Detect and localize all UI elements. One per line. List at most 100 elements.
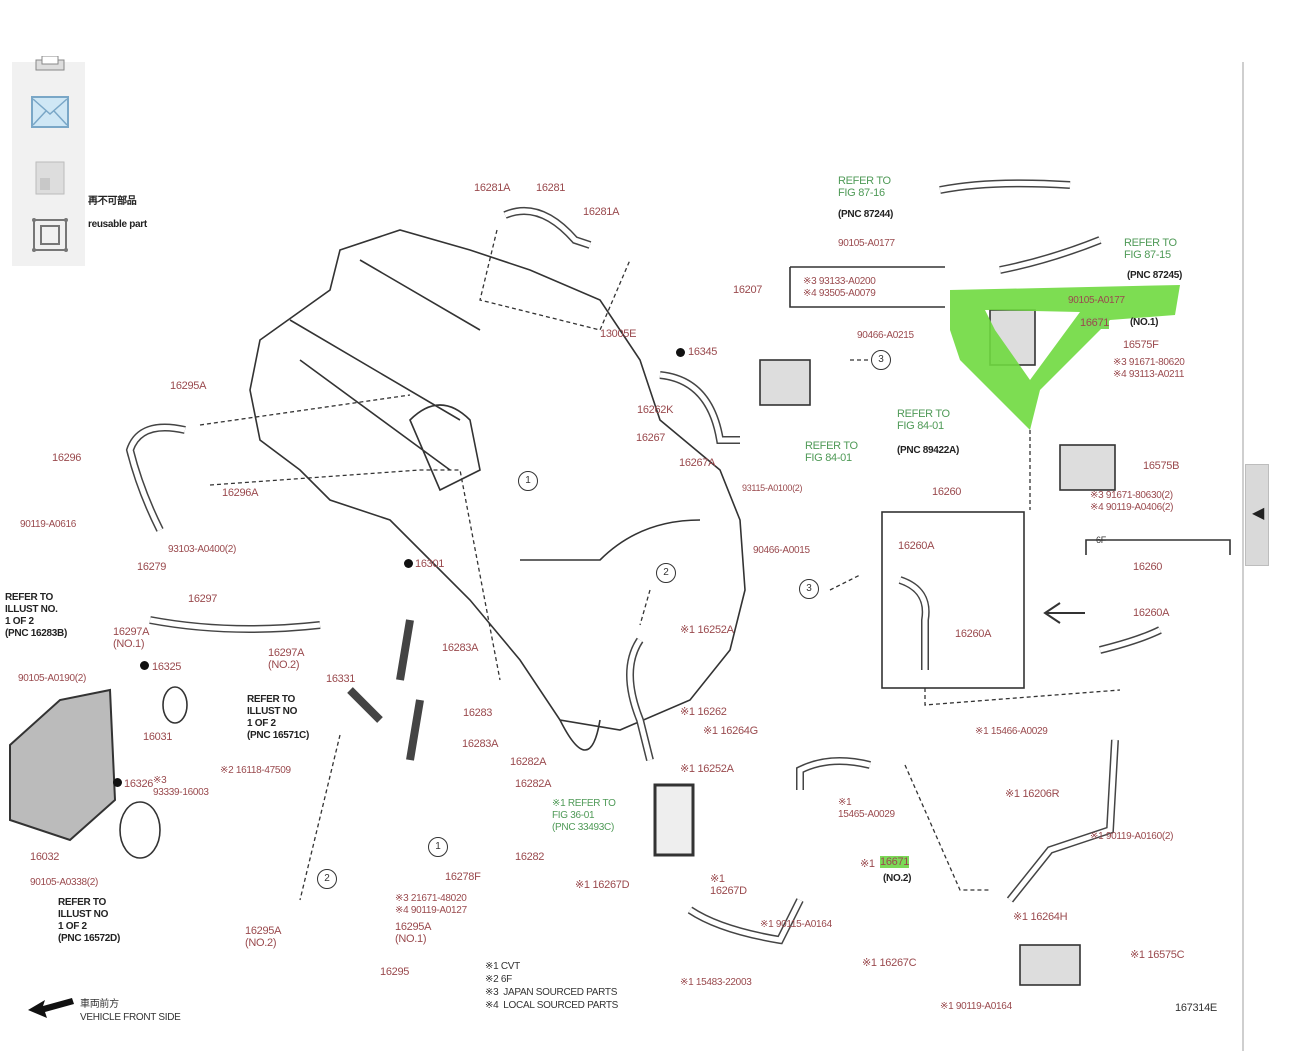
non-reusable-dot — [676, 348, 685, 357]
highlighted-part-label[interactable]: 16671 — [880, 856, 910, 868]
part-label[interactable]: ※1 15466-A0029 — [975, 726, 1048, 737]
part-label[interactable]: 16325 — [152, 661, 182, 673]
part-label[interactable]: ※1 16252A — [680, 763, 734, 775]
part-label[interactable]: 90105-A0190(2) — [18, 673, 87, 684]
part-label[interactable]: 16032 — [30, 851, 60, 863]
part-label[interactable]: ※1 15465-A0029 — [838, 797, 895, 820]
non-reusable-dot — [140, 661, 149, 670]
part-label[interactable]: 93103-A0400(2) — [168, 544, 237, 555]
part-label[interactable]: ※3 21671-48020 ※4 90119-A0127 — [395, 893, 467, 916]
part-label[interactable]: 16331 — [326, 673, 356, 685]
part-label[interactable]: ※1 15483-22003 — [680, 977, 752, 988]
part-label[interactable]: 16260A — [955, 628, 992, 640]
printer-icon[interactable] — [30, 56, 70, 92]
part-label[interactable]: 16283A — [442, 642, 479, 654]
refer-label[interactable]: REFER TO FIG 87-16 — [838, 175, 891, 199]
part-label[interactable]: 16297A (NO.1) — [113, 626, 150, 650]
part-label[interactable]: 16297A (NO.2) — [268, 647, 305, 671]
part-label[interactable]: 16295 — [380, 966, 410, 978]
part-label[interactable]: 16345 — [688, 346, 718, 358]
highlighted-part-label[interactable]: 16671 — [1080, 317, 1110, 329]
part-label[interactable]: 16296 — [52, 452, 82, 464]
refer-label[interactable]: REFER TO FIG 87-15 — [1124, 237, 1177, 261]
part-label[interactable]: 16295A — [170, 380, 207, 392]
part-label[interactable]: 90105-A0177 — [1068, 295, 1125, 306]
part-label[interactable]: 16260A — [898, 540, 935, 552]
part-label[interactable]: 16262K — [637, 404, 674, 416]
part-label[interactable]: ※1 90115-A0164 — [760, 919, 832, 930]
part-label[interactable]: 16575F — [1123, 339, 1159, 351]
scroll-handle[interactable]: ◀ — [1245, 464, 1269, 566]
engine-outline — [249, 229, 746, 731]
pnc-label: (PNC 89422A) — [897, 445, 959, 456]
part-label[interactable]: 16295A (NO.1) — [395, 921, 432, 945]
part-note: (NO.1) — [1130, 317, 1159, 328]
callout-circle: 2 — [317, 869, 337, 889]
part-label[interactable]: ※1 90119-A0160(2) — [1090, 831, 1174, 842]
part-label[interactable]: ※3 93133-A0200 ※4 93505-A0079 — [803, 276, 876, 299]
refer-label[interactable]: ※1 REFER TO FIG 36-01 (PNC 33493C) — [552, 798, 616, 833]
part-label[interactable]: 16281A — [474, 182, 511, 194]
refer-label[interactable]: REFER TO FIG 84-01 — [805, 440, 858, 464]
part-label[interactable]: ※1 90119-A0164 — [940, 1001, 1012, 1012]
part-label[interactable]: 16031 — [143, 731, 173, 743]
part-label[interactable]: 90105-A0177 — [838, 238, 895, 249]
part-label[interactable]: 16279 — [137, 561, 167, 573]
refer-illust-label: REFER TO ILLUST NO 1 OF 2 (PNC 16572D) — [58, 897, 120, 944]
legend-en: reusable part — [88, 219, 147, 230]
part-label[interactable]: 16207 — [733, 284, 763, 296]
part-label[interactable]: 16260 — [932, 486, 962, 498]
part-label[interactable]: ※1 16264G — [703, 725, 758, 737]
part-label[interactable]: 90466-A0015 — [753, 545, 810, 556]
part-label[interactable]: ※3 93339-16003 — [153, 775, 209, 798]
part-label[interactable]: 90466-A0215 — [857, 330, 914, 341]
part-label[interactable]: 16283 — [463, 707, 493, 719]
part-label[interactable]: 16260A — [1133, 607, 1170, 619]
part-label[interactable]: 16297 — [188, 593, 218, 605]
refer-label[interactable]: REFER TO FIG 84-01 — [897, 408, 950, 432]
part-label[interactable]: 16278F — [445, 871, 481, 883]
part-label[interactable]: 16295A (NO.2) — [245, 925, 282, 949]
part-label[interactable]: 16283A — [462, 738, 499, 750]
part-label[interactable]: 16260 — [1133, 561, 1163, 573]
part-label[interactable]: ※1 16575C — [1130, 949, 1185, 961]
part-label[interactable]: ※1 16252A — [680, 624, 734, 636]
part-label[interactable]: ※3 91671-80620 ※4 93113-A0211 — [1113, 357, 1185, 380]
part-label[interactable]: 16282A — [510, 756, 547, 768]
mail-icon[interactable] — [30, 94, 70, 130]
part-label[interactable]: 16281 — [536, 182, 566, 194]
collapse-arrow-icon[interactable]: ◀ — [1252, 505, 1265, 522]
non-reusable-dot — [404, 559, 413, 568]
part-label[interactable]: ※1 16264H — [1013, 911, 1068, 923]
green-highlight — [950, 285, 1180, 430]
part-label[interactable]: 16267 — [636, 432, 666, 444]
part-label[interactable]: ※3 91671-80630(2) ※4 90119-A0406(2) — [1090, 490, 1174, 513]
sourcing-legend: ※1 CVT ※2 6F ※3 JAPAN SOURCED PARTS ※4 L… — [485, 961, 618, 1011]
fit-page-icon[interactable] — [30, 217, 70, 253]
part-prefix: ※1 — [860, 858, 875, 870]
part-label[interactable]: 16301 — [415, 558, 445, 570]
part-label[interactable]: ※1 16267C — [862, 957, 917, 969]
part-label[interactable]: 16281A — [583, 206, 620, 218]
part-label[interactable]: 93115-A0100(2) — [742, 483, 803, 493]
variant-label: 6F — [1096, 535, 1106, 545]
part-label[interactable]: 16296A — [222, 487, 259, 499]
part-label[interactable]: 16575B — [1143, 460, 1180, 472]
part-label[interactable]: 16282A — [515, 778, 552, 790]
part-label[interactable]: ※1 16267D — [710, 873, 747, 897]
part-label[interactable]: ※2 16118-47509 — [220, 765, 291, 776]
part-label[interactable]: 16267A — [679, 457, 716, 469]
part-note: (NO.2) — [883, 873, 912, 884]
part-label[interactable]: 16326 — [124, 778, 154, 790]
part-label[interactable]: 90105-A0338(2) — [30, 877, 99, 888]
part-label[interactable]: 13005E — [600, 328, 637, 340]
legend-cn: 再不可部品 — [88, 196, 137, 207]
part-label[interactable]: ※1 16262 — [680, 706, 727, 718]
side-toolbar — [12, 56, 85, 266]
part-label[interactable]: 90119-A0616 — [20, 519, 77, 530]
part-label[interactable]: ※1 16267D — [575, 879, 630, 891]
part-label[interactable]: 16282 — [515, 851, 545, 863]
callout-circle: 3 — [871, 350, 891, 370]
page-icon[interactable] — [30, 160, 70, 196]
part-label[interactable]: ※1 16206R — [1005, 788, 1060, 800]
